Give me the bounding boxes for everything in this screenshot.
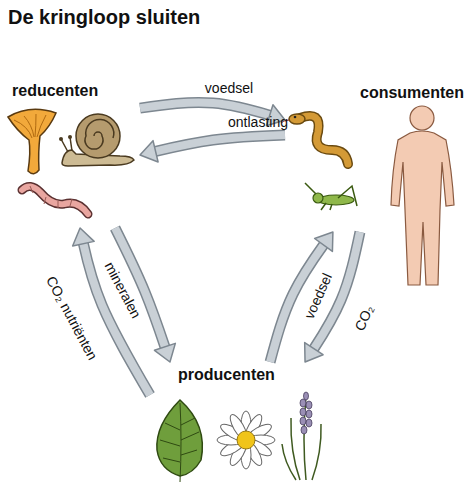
leaf-illustration <box>157 400 203 482</box>
grasshopper-illustration <box>305 183 357 210</box>
snake-illustration <box>281 114 348 164</box>
worm-illustration <box>22 186 88 214</box>
arrow-label: voedsel <box>205 80 253 96</box>
arrow-outline <box>80 228 150 395</box>
arrow-head <box>154 343 175 362</box>
mushroom-illustration <box>8 109 56 173</box>
arrow-head <box>305 343 323 362</box>
daisy-illustration <box>217 411 275 469</box>
arrow-label: CO₂ <box>351 303 376 334</box>
node-box: producenten <box>150 362 340 480</box>
node-label: consumenten <box>285 84 464 102</box>
flow-arrow <box>73 228 150 395</box>
grass-plant-illustration <box>282 392 321 480</box>
node-label: producenten <box>178 366 340 384</box>
diagram-title: De kringloop sluiten <box>8 6 200 29</box>
arrow-head <box>315 232 333 251</box>
arrow-body <box>140 135 285 155</box>
arrow-head <box>140 141 158 162</box>
node-box: consumenten <box>285 82 470 232</box>
arrow-head <box>73 228 95 246</box>
node-box: reducenten <box>5 80 140 228</box>
arrow-body <box>80 228 150 395</box>
flow-arrow <box>140 135 285 162</box>
human-illustration <box>391 106 454 285</box>
arrow-label: ontlasting <box>228 114 288 130</box>
snail-illustration <box>59 114 134 166</box>
arrow-outline <box>140 135 285 155</box>
node-label: reducenten <box>12 82 140 100</box>
